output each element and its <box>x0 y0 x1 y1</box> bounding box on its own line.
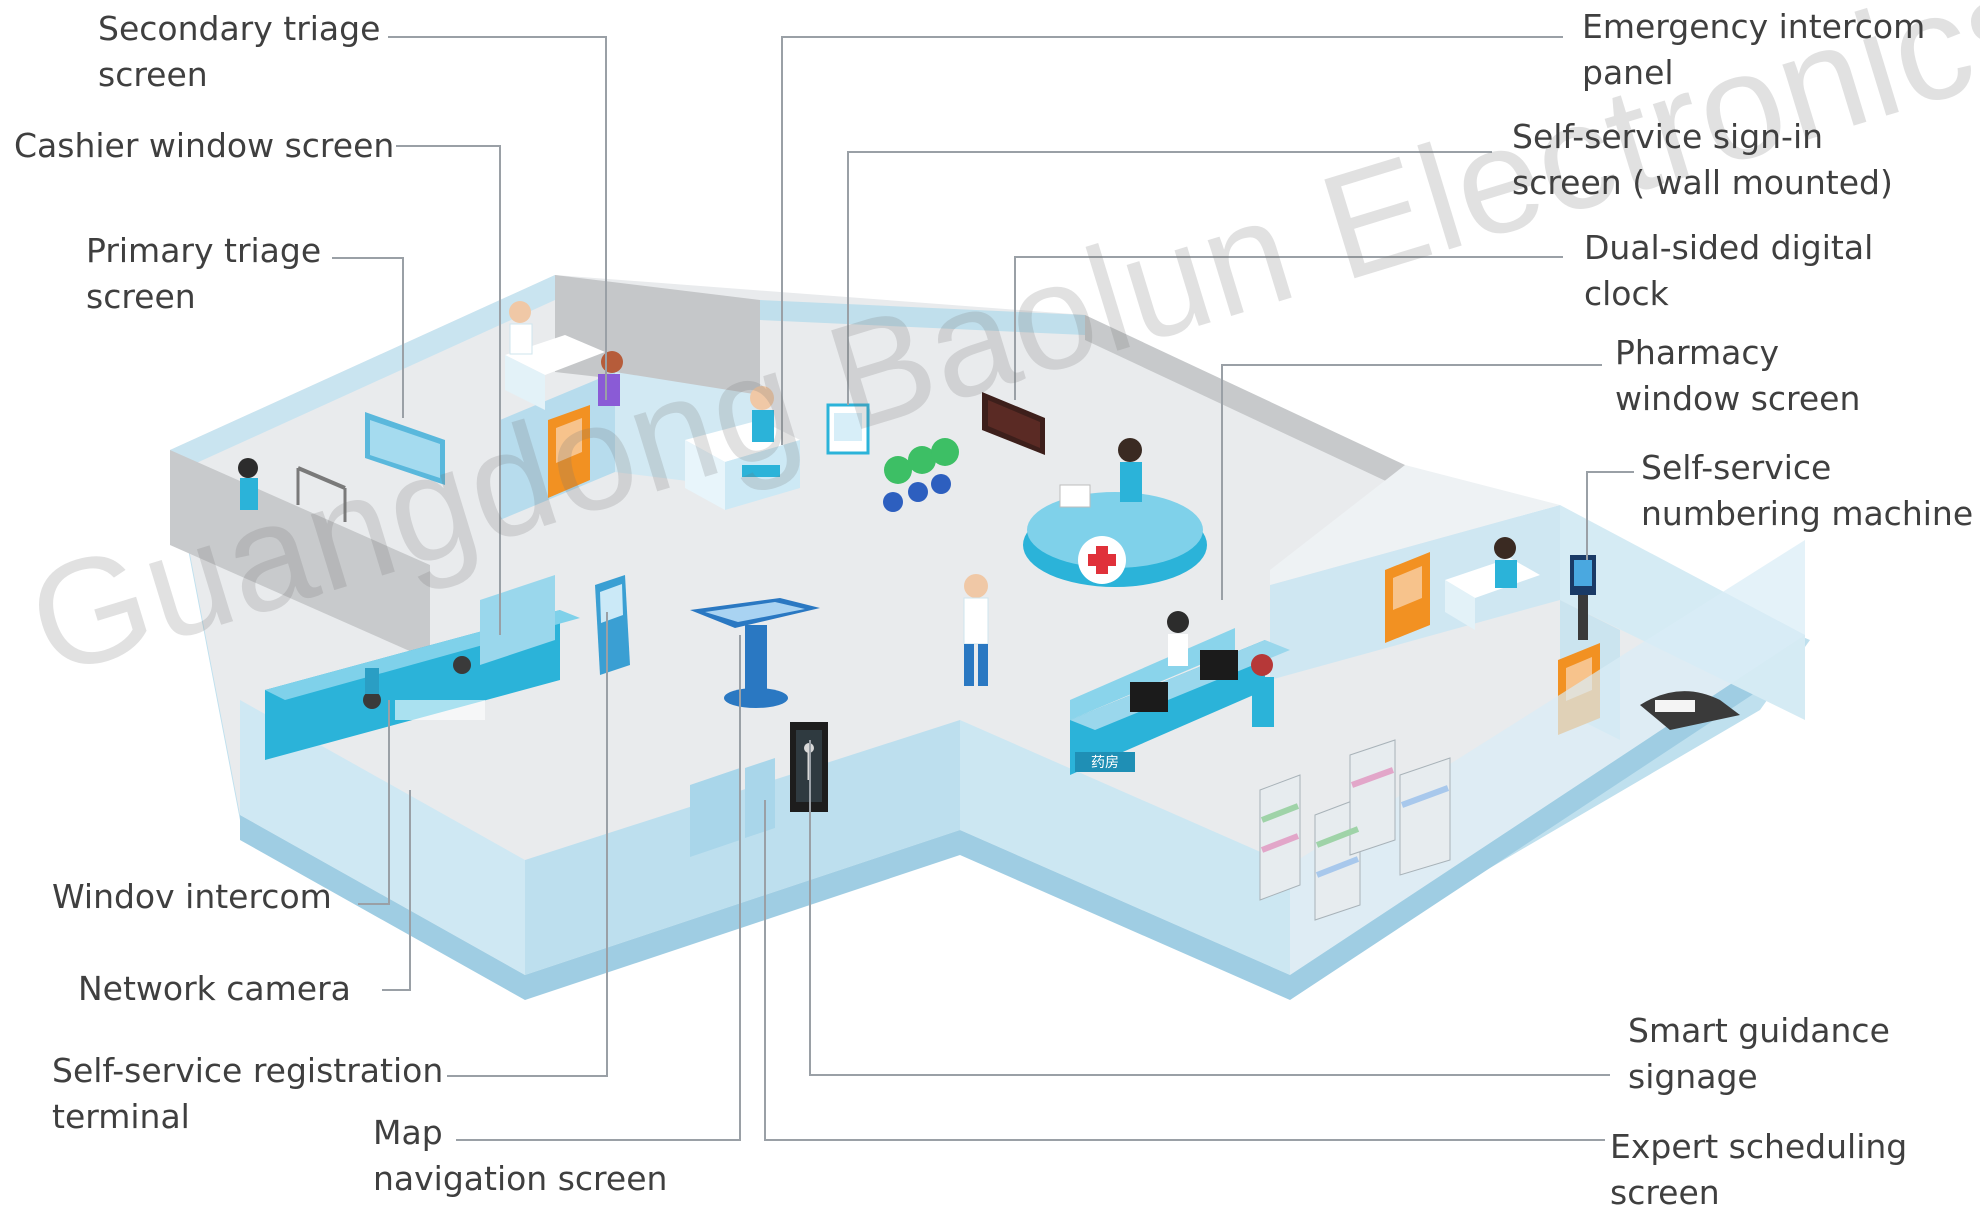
medicine-shelves <box>1259 739 1451 921</box>
leader-registration <box>447 612 608 1077</box>
pharmacy-counter: 药房 <box>1070 611 1290 775</box>
cashier-counter <box>265 575 580 760</box>
signin-screen <box>826 403 870 455</box>
leader-window-intercom <box>358 700 390 905</box>
label-secondary-triage-screen: Secondary triage screen <box>98 9 381 94</box>
patient-figure <box>963 574 989 686</box>
digital-clock <box>982 392 1045 455</box>
label-emergency-intercom-panel: Emergency intercom panel <box>1582 7 1926 92</box>
reception-desk <box>685 386 800 510</box>
leader-network-camera <box>382 790 411 991</box>
waiting-chairs <box>238 458 347 522</box>
label-dual-sided-digital-clock: Dual-sided digital clock <box>1584 228 1874 313</box>
label-map-navigation-screen: Map navigation screen <box>373 1113 668 1198</box>
label-pharmacy-window-screen: Pharmacy window screen <box>1615 333 1861 418</box>
label-self-service-numbering-machine: Self-service numbering machine <box>1641 448 1974 533</box>
label-smart-guidance-signage: Smart guidance signage <box>1628 1011 1890 1096</box>
leader-smart-guidance <box>809 740 1610 1076</box>
leader-pharmacy-window <box>1221 364 1602 600</box>
leader-emergency-intercom <box>781 36 1563 445</box>
leader-primary-triage <box>332 257 404 418</box>
pharmacy-sign: 药房 <box>1091 755 1119 771</box>
label-cashier-window-screen: Cashier window screen <box>14 126 395 165</box>
label-primary-triage-screen: Primary triage screen <box>86 231 322 316</box>
label-self-service-registration-terminal: Self-service registration terminal <box>52 1051 444 1136</box>
label-window-intercom: Windov intercom <box>52 877 332 916</box>
leader-signin <box>847 151 1492 405</box>
leader-expert-scheduling <box>764 800 1605 1141</box>
leader-numbering <box>1586 471 1634 560</box>
leader-lines <box>332 36 1634 1141</box>
plants <box>883 438 959 512</box>
leader-cashier-window <box>396 145 501 635</box>
leader-clock <box>1014 256 1563 400</box>
right-room-desk <box>1445 537 1596 640</box>
leader-map-navigation <box>456 635 741 1141</box>
label-self-service-signin-screen: Self-service sign-in screen ( wall mount… <box>1512 117 1893 202</box>
leader-secondary-triage <box>388 36 607 400</box>
label-expert-scheduling-screen: Expert scheduling screen <box>1610 1127 1908 1212</box>
front-windows <box>690 758 775 857</box>
label-network-camera: Network camera <box>78 969 351 1008</box>
registration-kiosk <box>595 575 630 675</box>
nurse-station <box>1023 438 1207 587</box>
dental-chair <box>1640 691 1740 730</box>
